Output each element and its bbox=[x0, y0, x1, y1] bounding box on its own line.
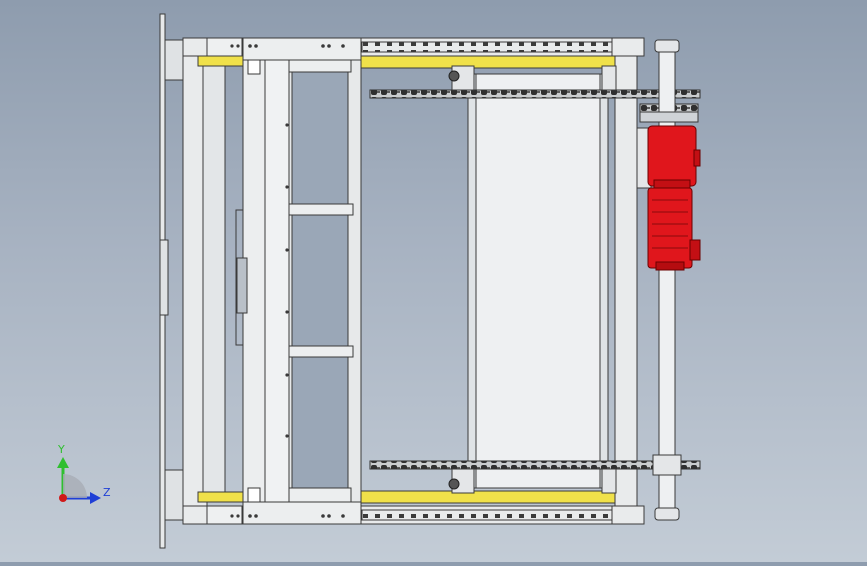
gear-motor bbox=[647, 125, 701, 271]
right-frame-column bbox=[614, 37, 638, 525]
cable-bracket bbox=[235, 209, 243, 346]
motor-terminal-box bbox=[689, 239, 701, 261]
upper-sprocket-mount-right bbox=[601, 65, 617, 91]
top-hole-strip bbox=[361, 41, 613, 53]
carriage-top-insert bbox=[247, 59, 261, 75]
right-frame-bottom-cap bbox=[611, 505, 645, 525]
carriage-bottom-block bbox=[242, 501, 362, 525]
shaft-bottom-cap bbox=[654, 507, 680, 521]
carriage-bottom-insert bbox=[247, 487, 261, 503]
shaft-upper-collar bbox=[639, 111, 699, 123]
bottom-hole-strip bbox=[361, 509, 613, 521]
left-base-plate-tab-top bbox=[164, 39, 186, 81]
axis-origin bbox=[59, 494, 67, 502]
belt-right-guide bbox=[599, 73, 609, 489]
shaft-top-cap bbox=[654, 39, 680, 53]
carriage-column-main bbox=[264, 41, 290, 523]
upper-chain bbox=[369, 89, 701, 99]
carriage-crossbar-2 bbox=[288, 345, 354, 358]
lower-sprocket-bolt bbox=[448, 478, 460, 490]
right-frame-top-cap bbox=[611, 37, 645, 57]
belt-left-guide bbox=[467, 73, 477, 489]
bottom-yellow-plate-left bbox=[197, 491, 247, 503]
carriage-window-left-rail bbox=[347, 59, 362, 503]
carriage-crossbar-1 bbox=[288, 203, 354, 216]
z-axis-label: Z bbox=[103, 486, 111, 499]
axis-triad-plane bbox=[63, 474, 87, 498]
left-gusset-top bbox=[206, 37, 243, 57]
z-axis-arrow bbox=[90, 492, 101, 504]
y-axis-label: Y bbox=[58, 443, 65, 456]
bottom-yellow-plate-right bbox=[359, 490, 616, 504]
carriage-top-block bbox=[242, 37, 362, 61]
left-gusset-bottom bbox=[206, 505, 243, 525]
left-frame-column-inner bbox=[202, 59, 226, 501]
lower-chain bbox=[369, 460, 701, 470]
conveyor-belt bbox=[475, 73, 601, 489]
lower-sprocket-mount-right bbox=[601, 468, 617, 494]
carriage-window bbox=[291, 71, 349, 491]
gearbox-flange bbox=[653, 179, 691, 189]
cable-bracket-detail bbox=[236, 257, 248, 314]
carriage-crossbar-bottom bbox=[288, 487, 352, 503]
carriage-crossbar-top bbox=[288, 59, 352, 73]
left-base-plate-tab-bottom bbox=[164, 469, 186, 521]
axis-triad bbox=[57, 457, 101, 504]
gearbox-housing bbox=[647, 125, 697, 187]
shaft-lower-collar bbox=[652, 454, 682, 476]
motor-end-cap bbox=[655, 261, 685, 271]
top-yellow-plate-right bbox=[359, 55, 616, 69]
carriage-bolts bbox=[230, 44, 345, 518]
left-base-plate-tab-mid bbox=[159, 239, 169, 316]
top-yellow-plate-left bbox=[197, 55, 247, 67]
y-axis-arrow bbox=[57, 457, 69, 468]
upper-sprocket-bolt bbox=[448, 70, 460, 82]
